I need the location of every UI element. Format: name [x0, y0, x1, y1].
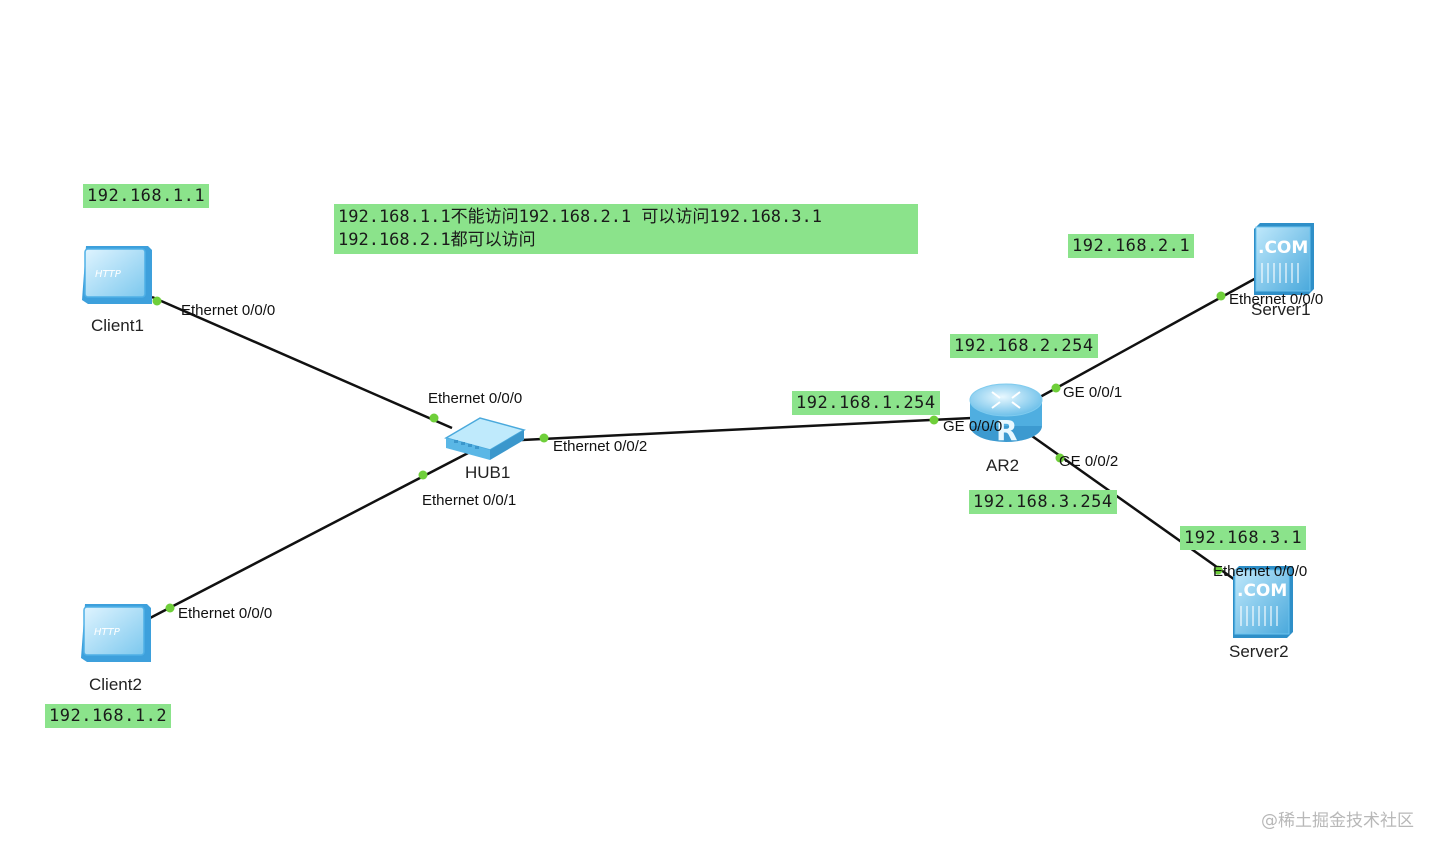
- client2-ip-label: 192.168.1.2: [45, 704, 172, 728]
- client2-label: Client2: [89, 675, 142, 694]
- client1-label: Client1: [91, 316, 144, 335]
- port-dot-ar2-ge1: [1051, 383, 1061, 393]
- port-dot-hub1-e1: [418, 470, 428, 480]
- server1-icon[interactable]: .COM: [1254, 223, 1314, 295]
- port-dot-client1: [152, 296, 162, 306]
- hub1-label: HUB1: [465, 463, 511, 482]
- link-client2-hub1[interactable]: [149, 450, 471, 620]
- port-dot-hub1-e0: [429, 413, 439, 423]
- link-client1-hub1[interactable]: [151, 295, 453, 430]
- watermark: @稀土掘金技术社区: [1261, 811, 1414, 831]
- client1-icon[interactable]: HTTP: [82, 246, 152, 304]
- server2-ip-label: 192.168.3.1: [1180, 526, 1307, 550]
- ar2-ge0-label: GE 0/0/0: [943, 418, 1003, 435]
- server2-label: Server2: [1229, 642, 1289, 661]
- port-dot-hub1-e2: [539, 433, 549, 443]
- hub1-port2-label: Ethernet 0/0/2: [553, 438, 648, 455]
- client1-http-text: HTTP: [95, 269, 122, 280]
- port-dots: [152, 291, 1226, 613]
- hub1-port0-label: Ethernet 0/0/0: [428, 390, 523, 407]
- port-dot-ar2-ge0: [929, 415, 939, 425]
- hub1-icon[interactable]: [444, 417, 526, 460]
- links: [149, 275, 1259, 620]
- client2-icon[interactable]: HTTP: [81, 604, 151, 662]
- ar2-ge1-ip-label: 192.168.2.254: [950, 334, 1098, 358]
- port-dot-server1: [1216, 291, 1226, 301]
- ar2-label: AR2: [986, 456, 1020, 475]
- port-dot-client2: [165, 603, 175, 613]
- server1-ip-label: 192.168.2.1: [1068, 234, 1195, 258]
- ar2-ge2-label: GE 0/0/2: [1059, 453, 1119, 470]
- port-dot-server2: [1213, 565, 1223, 575]
- client1-ip-label: 192.168.1.1: [83, 184, 210, 208]
- link-hub1-ar2[interactable]: [521, 416, 973, 442]
- access-note-line2: 192.168.2.1都可以访问: [338, 230, 536, 250]
- server1-label: Server1: [1251, 300, 1311, 319]
- client2-http-text: HTTP: [94, 627, 121, 638]
- client1-port-label: Ethernet 0/0/0: [181, 302, 276, 319]
- ar2-ge0-ip-label: 192.168.1.254: [792, 391, 940, 415]
- client2-port-label: Ethernet 0/0/0: [178, 605, 273, 622]
- server2-com-text: .COM: [1237, 581, 1287, 601]
- ar2-ge2-ip-label: 192.168.3.254: [969, 490, 1117, 514]
- ar2-router-letter: R: [996, 414, 1018, 447]
- ar2-ge1-label: GE 0/0/1: [1063, 384, 1123, 401]
- server1-com-text: .COM: [1258, 238, 1308, 258]
- port-dot-ar2-ge2: [1055, 453, 1065, 463]
- access-note-line1: 192.168.1.1不能访问192.168.2.1 可以访问192.168.3…: [338, 207, 822, 227]
- server2-icon[interactable]: .COM: [1233, 566, 1293, 638]
- access-note: 192.168.1.1不能访问192.168.2.1 可以访问192.168.3…: [334, 204, 918, 254]
- server1-port-label: Ethernet 0/0/0: [1229, 291, 1324, 308]
- link-ar2-server2[interactable]: [1031, 434, 1239, 584]
- ar2-router-icon[interactable]: R: [969, 383, 1043, 447]
- hub1-port1-label: Ethernet 0/0/1: [422, 492, 517, 509]
- server2-port-label: Ethernet 0/0/0: [1213, 563, 1308, 580]
